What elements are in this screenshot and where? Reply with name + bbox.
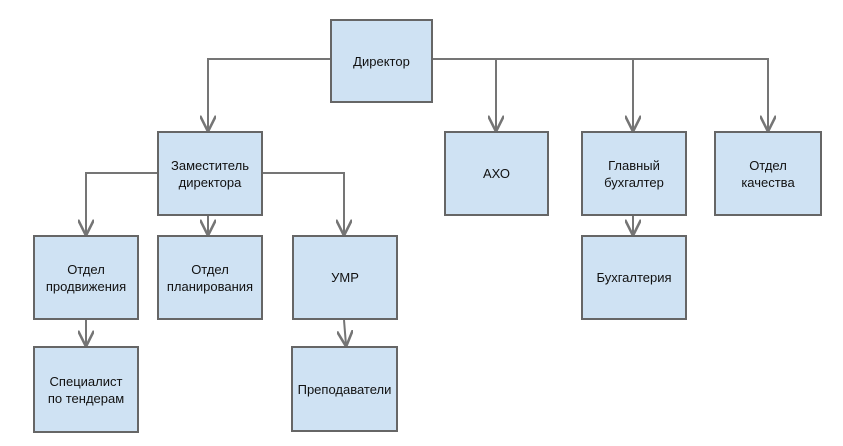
node-aho-label: АХО <box>482 166 511 181</box>
node-promotion-department[interactable]: Отдел продвижения <box>33 235 139 320</box>
node-chief-accountant[interactable]: Главный бухгалтер <box>581 131 687 216</box>
edge-deputy-promotion <box>86 172 158 234</box>
node-accounting-label: Бухгалтерия <box>596 270 672 285</box>
node-teachers[interactable]: Преподаватели <box>291 346 398 432</box>
edge-umr-teachers <box>344 319 346 345</box>
node-planning-department[interactable]: Отдел планирования <box>157 235 263 320</box>
node-chief-accountant-label: Главный бухгалтер <box>604 157 664 190</box>
node-teachers-label: Преподаватели <box>297 381 392 397</box>
node-quality-department-label: Отдел качества <box>741 157 795 190</box>
edge-director-aho <box>432 58 496 130</box>
node-aho[interactable]: АХО <box>444 131 549 216</box>
node-deputy-director-label: Заместитель директора <box>171 157 249 190</box>
node-accounting[interactable]: Бухгалтерия <box>581 235 687 320</box>
node-tender-specialist[interactable]: Специалист по тендерам <box>33 346 139 433</box>
node-umr[interactable]: УМР <box>292 235 398 320</box>
edge-director-deputy <box>208 58 330 130</box>
node-quality-department[interactable]: Отдел качества <box>714 131 822 216</box>
edge-director-chief-accountant <box>432 58 633 130</box>
node-deputy-director[interactable]: Заместитель директора <box>157 131 263 216</box>
node-director[interactable]: Директор <box>330 19 433 103</box>
edge-director-quality <box>432 58 768 130</box>
node-promotion-department-label: Отдел продвижения <box>45 261 127 294</box>
node-director-label: Директор <box>353 53 410 69</box>
node-tender-specialist-label: Специалист по тендерам <box>47 373 125 406</box>
edge-deputy-umr <box>262 172 344 234</box>
node-umr-label: УМР <box>331 270 359 285</box>
node-planning-department-label: Отдел планирования <box>166 261 254 294</box>
